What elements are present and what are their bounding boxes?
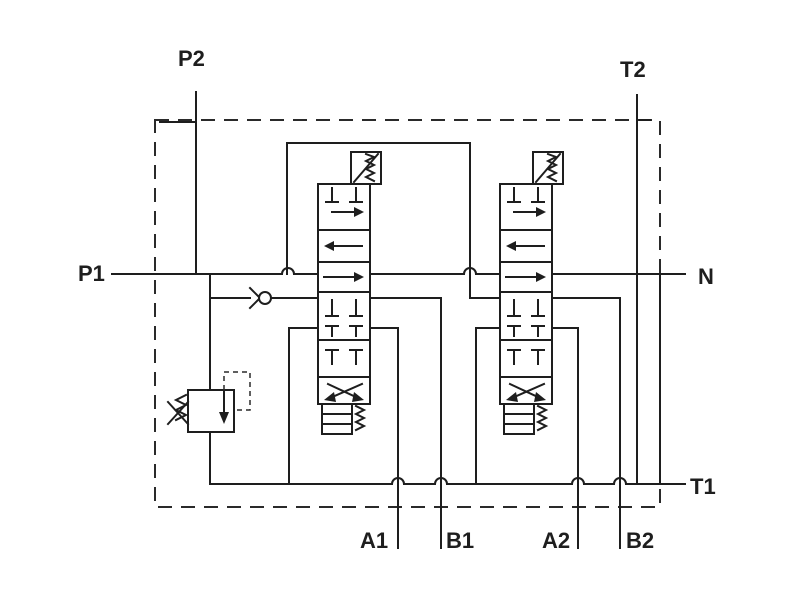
port-label-t2: T2	[620, 57, 646, 82]
spool-valve-2	[499, 151, 564, 435]
spool-valve-1	[317, 151, 382, 435]
port-label-p2: P2	[178, 46, 205, 71]
port-label-b2: B2	[626, 528, 654, 553]
port-label-p1: P1	[78, 261, 105, 286]
port-label-a1: A1	[360, 528, 388, 553]
port-label-t1: T1	[690, 474, 716, 499]
interconnect-lines	[209, 94, 686, 549]
relief-valve-icon	[166, 371, 251, 483]
port-label-a2: A2	[542, 528, 570, 553]
check-valve-icon	[248, 286, 272, 310]
port-label-n: N	[698, 264, 714, 289]
valve-block-boundary	[154, 119, 661, 508]
port-label-b1: B1	[446, 528, 474, 553]
